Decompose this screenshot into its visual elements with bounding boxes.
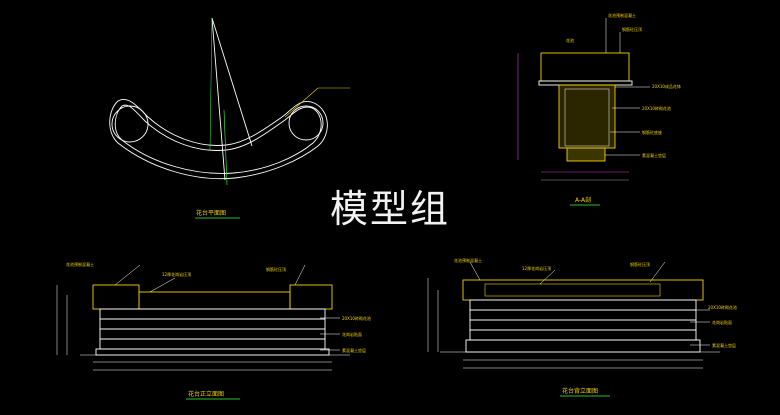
plan-view: [109, 17, 350, 186]
front-label-4: 20X10砖砌花池: [342, 315, 371, 321]
front-course-1: [99, 308, 326, 320]
section-label-7: 素混凝土垫层: [642, 152, 666, 158]
front-base: [95, 348, 330, 356]
front-elevation: [56, 264, 350, 371]
section-body: [558, 84, 616, 149]
front-right-post: [289, 284, 333, 310]
front-label-2: 12厚花岗岩压顶: [162, 271, 191, 277]
side-label-2: 12厚花岗岩压顶: [522, 265, 551, 271]
side-course-2: [469, 309, 697, 321]
section-label-2: 钢筋砼压顶: [622, 26, 642, 32]
side-label-1: 花池预制混凝土: [454, 257, 482, 263]
front-course-4: [99, 338, 326, 350]
watermark: 模型组: [330, 187, 450, 231]
side-leader-2: [539, 269, 556, 285]
radius-line-a: [211, 17, 226, 181]
side-elevation: [427, 261, 720, 369]
side-leader-3: [649, 261, 666, 283]
section-label-6: 钢筋砼底座: [642, 129, 662, 135]
side-elevation-title: 花台背立面图: [562, 387, 598, 395]
side-cap: [462, 279, 704, 301]
side-label-3: 钢筋砼压顶: [630, 261, 650, 267]
section-cap: [540, 52, 630, 82]
section-footing: [566, 147, 606, 162]
section-label-1: 花池预制混凝土: [608, 12, 636, 18]
front-label-1: 花池预制混凝土: [66, 261, 94, 267]
side-label-6: 素混凝土垫层: [712, 342, 736, 348]
side-base: [465, 339, 701, 353]
section-title: A-A剖: [575, 196, 591, 204]
front-left-post: [92, 284, 140, 310]
section-base-plate: [538, 80, 633, 86]
side-leader-1: [469, 261, 481, 281]
planter-inner-outline: [114, 104, 322, 174]
planter-outline: [109, 99, 328, 180]
section-label-5: 20X10砖砌花池: [642, 105, 671, 111]
center-axis: [223, 109, 228, 186]
front-leader-3: [294, 264, 306, 286]
front-label-3: 钢筋砼压顶: [266, 266, 286, 272]
side-label-5: 花岗岩贴面: [712, 319, 732, 325]
side-course-3: [469, 319, 697, 331]
front-leader-1: [114, 264, 141, 286]
section-body-inner: [564, 88, 610, 147]
side-course-1: [469, 299, 697, 311]
front-course-3: [99, 328, 326, 340]
side-cap-inner: [484, 283, 661, 297]
right-flower-pot: [288, 105, 324, 141]
front-cap: [138, 291, 291, 310]
leader-plan: [284, 87, 319, 118]
section-aa: [517, 18, 650, 181]
front-label-5: 花岗岩贴面: [342, 331, 362, 337]
left-flower-pot: [111, 105, 149, 143]
radius-line-c: [209, 17, 213, 151]
section-label-4: 20X10成品花钵: [652, 83, 681, 89]
plan-view-title: 花台平面图: [196, 209, 226, 217]
front-leader-2: [149, 277, 176, 293]
radius-line-b: [211, 17, 253, 147]
front-course-2: [99, 318, 326, 330]
side-course-4: [469, 329, 697, 341]
section-label-3: 花池: [566, 37, 574, 43]
front-elevation-title: 花台正立面图: [188, 390, 224, 398]
front-label-6: 素混凝土垫层: [342, 347, 366, 353]
side-label-4: 20X10砖砌花池: [708, 304, 737, 310]
